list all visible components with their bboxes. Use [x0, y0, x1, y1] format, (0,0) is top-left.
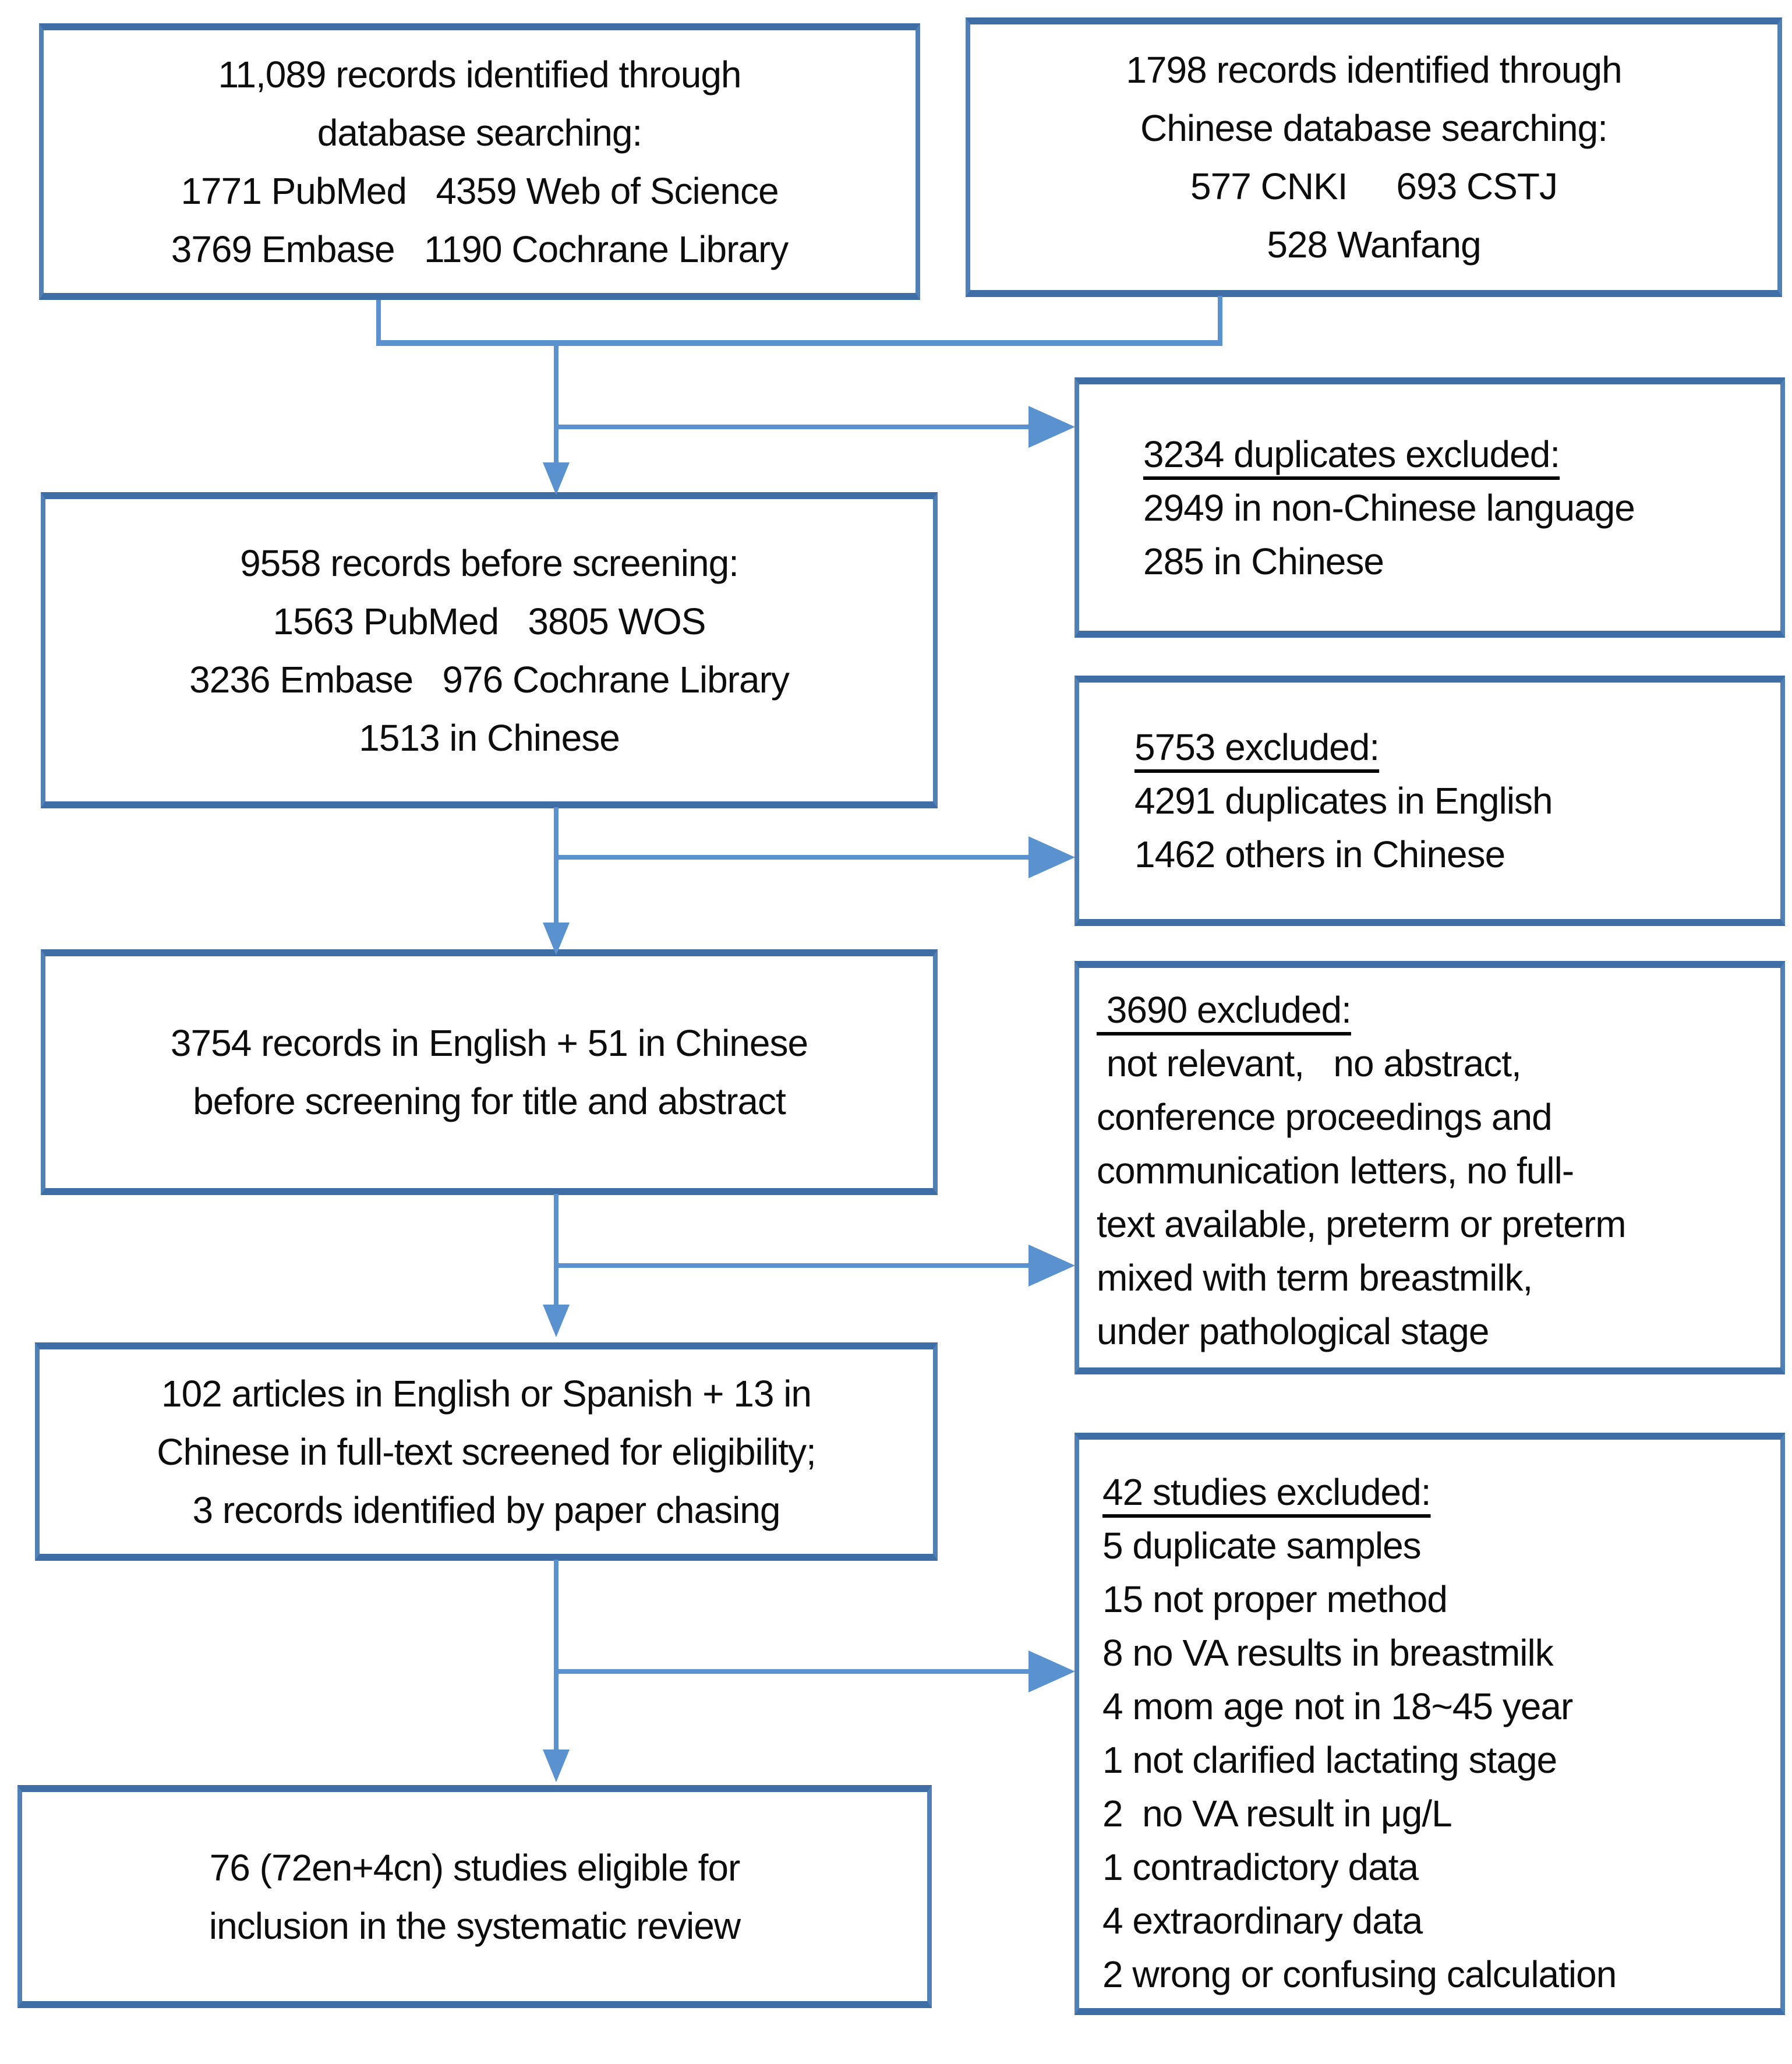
text-line: 3 records identified by paper chasing — [192, 1489, 781, 1531]
down-arrow-line-3 — [554, 1194, 559, 1306]
text-line: 2 wrong or confusing calculation — [1102, 1953, 1617, 1995]
text-line: 76 (72en+4cn) studies eligible for — [209, 1846, 741, 1889]
text-line: before screening for title and abstract — [193, 1080, 786, 1122]
down-arrow-line-1 — [554, 344, 559, 464]
text-line: 3769 Embase 1190 Cochrane Library — [171, 228, 789, 270]
text-line: 102 articles in English or Spanish + 13 … — [161, 1372, 812, 1415]
text-line: 1 not clarified lactating stage — [1102, 1739, 1557, 1781]
box-excluded-5753: 5753 excluded: 4291 duplicates in Englis… — [1075, 676, 1785, 926]
text-line: database searching: — [317, 111, 642, 154]
text-line: 2 no VA result in μg/L — [1102, 1793, 1452, 1835]
text-line: 2949 in non-Chinese language — [1143, 486, 1635, 529]
text-line: 8 no VA results in breastmilk — [1102, 1632, 1554, 1674]
branch-arrow-line-1 — [556, 425, 1031, 429]
excluded-heading: 5753 excluded: — [1134, 726, 1380, 768]
down-arrowhead-icon — [543, 1750, 570, 1782]
text-line: Chinese in full-text screened for eligib… — [157, 1430, 816, 1473]
text-line: 285 in Chinese — [1143, 540, 1384, 582]
text-line: text available, preterm or preterm — [1097, 1203, 1627, 1245]
down-arrow-line-4 — [554, 1560, 559, 1751]
text-line: communication letters, no full- — [1097, 1150, 1574, 1192]
down-arrowhead-icon — [543, 462, 570, 495]
connector-stub-right — [1218, 296, 1222, 345]
box-excluded-42-studies: 42 studies excluded: 5 duplicate samples… — [1075, 1433, 1785, 2015]
right-arrowhead-icon — [1028, 406, 1075, 448]
text-line: 4291 duplicates in English — [1134, 780, 1553, 822]
text-line: 1513 in Chinese — [359, 716, 620, 759]
text-line: 15 not proper method — [1102, 1578, 1448, 1620]
right-arrowhead-icon — [1028, 1245, 1075, 1287]
text-line: Chinese database searching: — [1140, 107, 1608, 149]
branch-arrow-line-2 — [556, 855, 1031, 860]
text-line: inclusion in the systematic review — [208, 1904, 741, 1947]
box-duplicates-excluded: 3234 duplicates excluded: 2949 in non-Ch… — [1075, 377, 1785, 638]
text-line: 5 duplicate samples — [1102, 1525, 1422, 1567]
excluded-heading: 3690 excluded: — [1097, 989, 1352, 1031]
text-line: 4 mom age not in 18~45 year — [1102, 1685, 1573, 1727]
text-line: 1771 PubMed 4359 Web of Science — [181, 169, 779, 212]
connector-stub-left — [376, 300, 381, 345]
connector-merge-line — [376, 340, 1222, 346]
text-line: 9558 records before screening: — [240, 542, 739, 584]
box-excluded-3690: 3690 excluded: not relevant, no abstract… — [1075, 961, 1785, 1374]
branch-arrow-line-3 — [556, 1263, 1031, 1268]
text-line: 528 Wanfang — [1267, 224, 1481, 266]
right-arrowhead-icon — [1028, 836, 1075, 878]
box-records-identified-chinese: 1798 records identified through Chinese … — [966, 17, 1782, 297]
text-line: under pathological stage — [1097, 1310, 1489, 1352]
text-line: 1563 PubMed 3805 WOS — [273, 600, 706, 642]
excluded-heading: 3234 duplicates excluded: — [1143, 433, 1560, 475]
down-arrow-line-2 — [554, 807, 559, 924]
text-line: 3754 records in English + 51 in Chinese — [170, 1022, 808, 1064]
text-line: 1 contradictory data — [1102, 1846, 1419, 1888]
box-records-identified-database: 11,089 records identified through databa… — [39, 23, 920, 300]
right-arrowhead-icon — [1028, 1651, 1075, 1692]
branch-arrow-line-4 — [556, 1669, 1031, 1674]
text-line: 577 CNKI 693 CSTJ — [1190, 165, 1558, 207]
text-line: not relevant, no abstract, — [1097, 1042, 1522, 1084]
text-line: conference proceedings and — [1097, 1096, 1553, 1138]
box-fulltext-screening: 102 articles in English or Spanish + 13 … — [35, 1342, 938, 1561]
text-line: 1462 others in Chinese — [1134, 833, 1505, 875]
text-line: 1798 records identified through — [1126, 49, 1622, 91]
text-line: mixed with term breastmilk, — [1097, 1257, 1533, 1299]
box-records-before-screening: 9558 records before screening: 1563 PubM… — [41, 492, 938, 808]
text-line: 4 extraordinary data — [1102, 1900, 1423, 1942]
down-arrowhead-icon — [543, 923, 570, 955]
text-line: 3236 Embase 976 Cochrane Library — [189, 658, 790, 701]
excluded-heading: 42 studies excluded: — [1102, 1471, 1431, 1513]
text-line: 11,089 records identified through — [218, 53, 742, 96]
box-eligible-studies: 76 (72en+4cn) studies eligible for inclu… — [17, 1785, 932, 2008]
down-arrowhead-icon — [543, 1305, 570, 1337]
box-title-abstract-screening: 3754 records in English + 51 in Chinese … — [41, 949, 938, 1195]
